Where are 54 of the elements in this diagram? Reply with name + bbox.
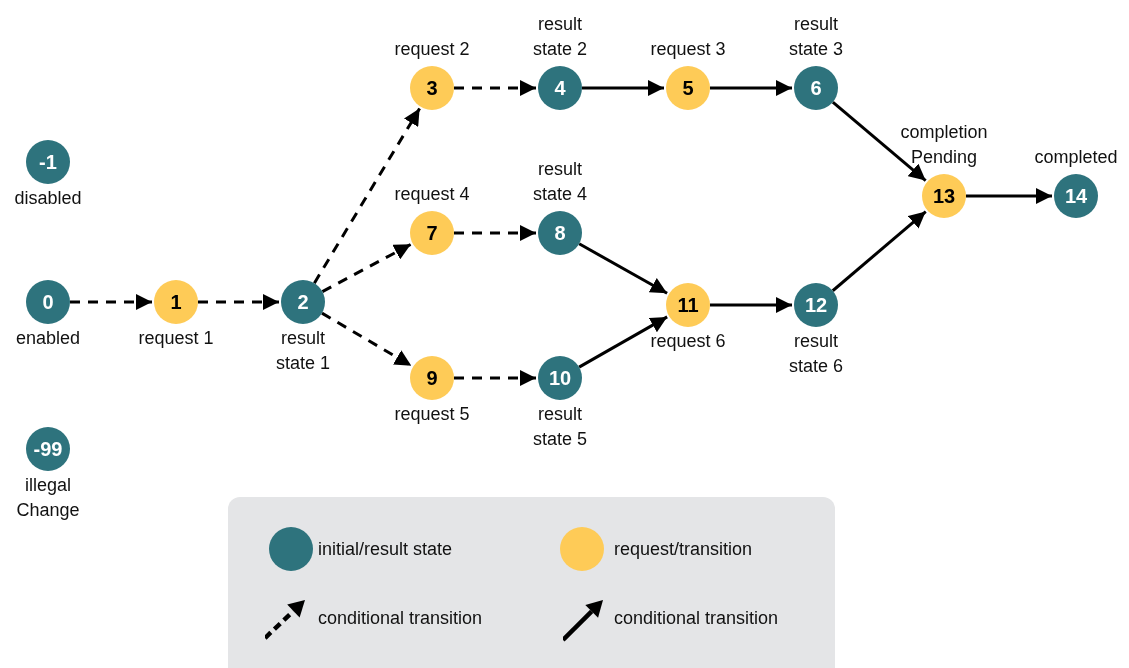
- state-label: completed: [1034, 146, 1118, 169]
- state-label: result state 5: [531, 403, 588, 451]
- state-number: 10: [548, 367, 572, 389]
- state-number: 13: [932, 185, 956, 207]
- legend-label: conditional transition: [614, 607, 779, 629]
- state-number: 4: [554, 77, 566, 99]
- state-number: 9: [426, 367, 438, 389]
- arrow: [578, 242, 668, 295]
- state-label: request 4: [394, 183, 470, 206]
- state-number: 12: [804, 294, 828, 316]
- arrow: [454, 224, 536, 242]
- state-number: -1: [39, 151, 57, 173]
- state-number: 8: [554, 222, 566, 244]
- state-number: 2: [297, 291, 309, 313]
- state-number: 0: [42, 291, 54, 313]
- arrow: [321, 311, 413, 368]
- state-label: illegal Change: [15, 474, 81, 522]
- arrow: [313, 107, 421, 284]
- state-number: 5: [682, 77, 694, 99]
- state-number: 1: [170, 291, 182, 313]
- state-label: result state 6: [787, 330, 844, 378]
- state-label: request 3: [650, 38, 726, 61]
- state-label: result state 1: [274, 327, 331, 375]
- state-label: result state 3: [787, 13, 844, 61]
- state-label: request 5: [394, 403, 470, 426]
- arrow: [582, 79, 664, 97]
- arrow: [710, 296, 792, 314]
- arrow: [966, 187, 1052, 205]
- arrow: [454, 79, 536, 97]
- arrow: [198, 293, 279, 311]
- state-label: completion Pending: [899, 121, 989, 169]
- state-label: request 6: [650, 330, 726, 353]
- arrow: [70, 293, 152, 311]
- state-number: 7: [426, 222, 438, 244]
- arrow: [710, 79, 792, 97]
- state-number: 11: [677, 294, 699, 316]
- state-label: result state 2: [531, 13, 588, 61]
- state-label: request 2: [394, 38, 470, 61]
- arrow: [831, 101, 927, 182]
- legend-label: initial/result state: [318, 538, 453, 560]
- legend-label: conditional transition: [318, 607, 483, 629]
- state-number: 6: [810, 77, 822, 99]
- state-number: 3: [426, 77, 438, 99]
- arrow: [578, 315, 668, 369]
- state-label: disabled: [14, 187, 82, 210]
- state-label: enabled: [15, 327, 81, 350]
- arrow: [454, 369, 536, 387]
- state-label: request 1: [138, 327, 214, 350]
- legend-label: request/transition: [614, 538, 753, 560]
- state-number: 14: [1064, 185, 1088, 207]
- arrow: [321, 243, 412, 293]
- arrow: [831, 210, 927, 292]
- state-number: -99: [33, 438, 63, 460]
- state-label: result state 4: [531, 158, 588, 206]
